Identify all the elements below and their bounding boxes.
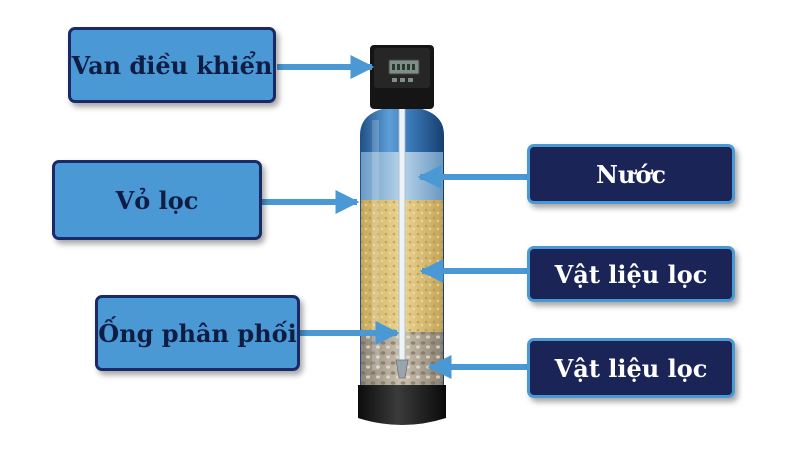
label-filter-media-lower-text: Vật liệu lọc (554, 353, 708, 383)
label-filter-shell-text: Vỏ lọc (115, 185, 199, 215)
label-filter-media-lower: Vật liệu lọc (527, 338, 735, 398)
label-water-text: Nước (595, 159, 666, 189)
label-distribution-pipe: Ống phân phối (95, 295, 300, 371)
label-control-valve-text: Van điều khiển (71, 50, 273, 80)
callout-arrows (262, 55, 527, 379)
label-control-valve: Van điều khiển (68, 27, 276, 103)
control-valve (370, 45, 434, 109)
label-filter-media-upper: Vật liệu lọc (527, 246, 735, 302)
label-distribution-pipe-text: Ống phân phối (98, 318, 297, 348)
tank-base (358, 385, 446, 425)
label-water: Nước (527, 144, 735, 204)
label-filter-shell: Vỏ lọc (52, 160, 262, 240)
label-filter-media-upper-text: Vật liệu lọc (554, 259, 708, 289)
